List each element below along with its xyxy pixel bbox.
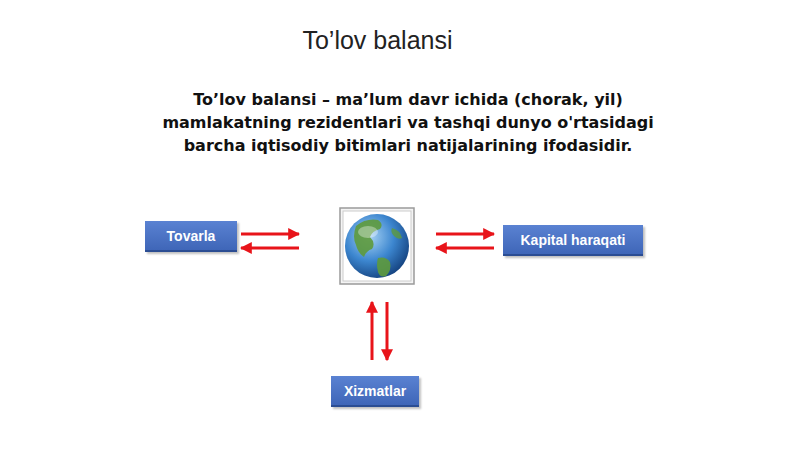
box-label: Tovarla [167,228,237,244]
globe-icon [340,208,414,284]
box-label: Kapital haraqati [520,232,643,248]
category-box: Kapital haraqati [503,225,643,256]
definition-text: To’lov balansi – ma’lum davr ichida (cho… [158,88,658,157]
category-box: Xizmatlar [331,376,419,407]
slide-title: To’lov balansi [200,26,555,55]
category-box: Tovarla [145,221,237,252]
box-label: Xizmatlar [344,383,419,399]
flow-arrows [241,234,494,360]
